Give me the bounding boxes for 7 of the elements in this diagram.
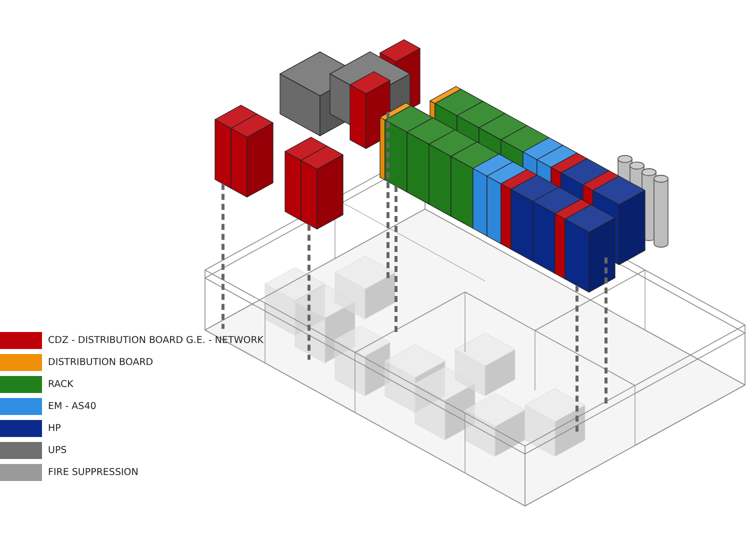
legend-label: RACK bbox=[48, 379, 74, 390]
legend-label: FIRE SUPPRESSION bbox=[48, 467, 138, 478]
legend-label: CDZ - DISTRIBUTION BOARD G.E. - NETWORK bbox=[48, 335, 264, 346]
legend-label: DISTRIBUTION BOARD bbox=[48, 357, 154, 368]
legend-label: UPS bbox=[48, 445, 67, 456]
legend-label: HP bbox=[48, 423, 61, 434]
legend-label: EM - AS40 bbox=[48, 401, 96, 412]
